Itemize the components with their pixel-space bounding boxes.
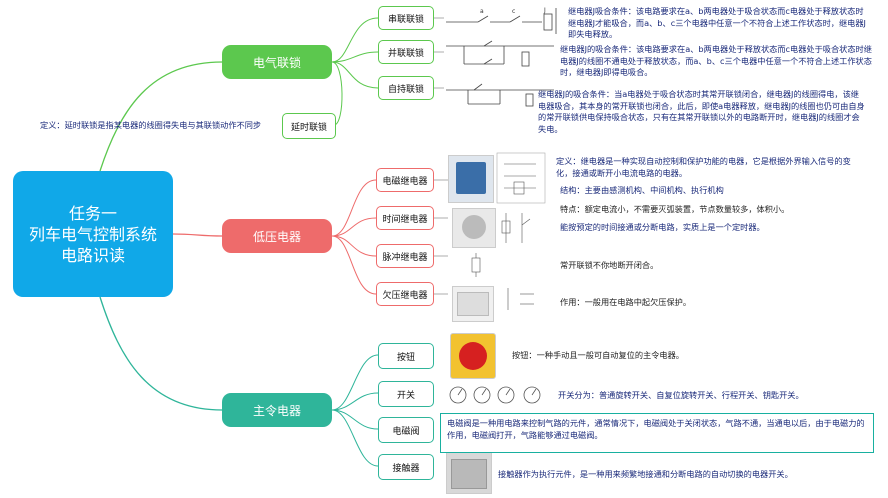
contactor-photo [446, 452, 492, 494]
circuit-label-c: c [512, 8, 515, 15]
leaf-time-relay[interactable]: 时间继电器 [376, 206, 434, 230]
center-title-line3: 电路识读 [60, 245, 125, 265]
note-switch-types: 开关分为：普通旋转开关、自复位旋转开关、行程开关、钥匙开关。 [558, 390, 804, 400]
note-time-relay: 能按预定的时间接通或分断电路，实质上是一个定时器。 [560, 222, 765, 232]
branch-low-voltage[interactable]: 低压电器 [222, 219, 332, 253]
pulse-relay-schematic [471, 253, 481, 277]
note-button: 按钮：一种手动且一般可自动复位的主令电器。 [512, 350, 684, 360]
center-topic[interactable]: 任务一 列车电气控制系统 电路识读 [13, 171, 173, 297]
leaf-delay-interlock[interactable]: 延时联锁 [282, 113, 336, 139]
undervoltage-relay-schematic [507, 288, 534, 310]
note-series-condition: 继电器J吸合条件：该电路要求在a、b两电器处于吸合状态而c电器处于释放状态时继电… [568, 6, 866, 39]
button-photo [450, 333, 496, 379]
center-title-line2: 列车电气控制系统 [28, 224, 157, 244]
parallel-circuit-diagram [446, 40, 554, 67]
branch-electric-interlock[interactable]: 电气联锁 [222, 45, 332, 79]
relay-photo [448, 155, 494, 203]
note-solenoid-valve: 电磁阀是一种用电路来控制气路的元件，通常情况下，电磁阀处于关闭状态，气路不通，当… [440, 413, 874, 453]
leaf-contactor[interactable]: 接触器 [378, 454, 434, 480]
leaf-pulse-relay[interactable]: 脉冲继电器 [376, 244, 434, 268]
center-title-line1: 任务一 [68, 203, 117, 223]
switch-symbols [449, 386, 541, 404]
leaf-undervoltage-relay[interactable]: 欠压继电器 [376, 282, 434, 306]
leaf-selfhold-interlock[interactable]: 自持联锁 [378, 76, 434, 100]
circuit-label-j: J [543, 7, 546, 14]
note-delay-definition: 定义：延时联锁是指某电器的线圈得失电与其联锁动作不同步 [40, 120, 262, 130]
note-parallel-condition: 继电器J的吸合条件：该电路要求在a、b两电器处于释放状态而c电器处于吸合状态时继… [560, 44, 872, 77]
selfhold-circuit-diagram [446, 83, 554, 107]
time-relay-photo [452, 208, 496, 248]
note-relay-structure: 结构：主要由感测机构、中间机构、执行机构 [560, 185, 724, 195]
time-relay-schematic [501, 213, 531, 243]
leaf-switch[interactable]: 开关 [378, 381, 434, 407]
note-pulse-relay: 常开联锁不你地断开闭合。 [560, 260, 659, 270]
series-circuit-diagram: a c J [446, 7, 557, 34]
leaf-button[interactable]: 按钮 [378, 343, 434, 369]
note-undervoltage-relay: 作用：一般用在电路中起欠压保护。 [560, 297, 692, 307]
circuit-label-a: a [480, 8, 484, 15]
undervoltage-relay-photo [452, 286, 494, 322]
note-contactor: 接触器作为执行元件，是一种用来频繁地接通和分断电路的自动切换的电器开关。 [498, 469, 793, 479]
branch-master-control[interactable]: 主令电器 [222, 393, 332, 427]
relay-schematic [496, 152, 546, 204]
leaf-series-interlock[interactable]: 串联联锁 [378, 6, 434, 30]
leaf-solenoid-valve[interactable]: 电磁阀 [378, 417, 434, 443]
leaf-parallel-interlock[interactable]: 并联联锁 [378, 40, 434, 64]
note-relay-definition: 定义：继电器是一种实现自动控制和保护功能的电器，它是根据外界输入信号的变化，接通… [556, 156, 851, 178]
leaf-electromagnetic-relay[interactable]: 电磁继电器 [376, 168, 434, 192]
note-relay-features: 特点：额定电流小，不需要灭弧装置，节点数量较多，体积小。 [560, 204, 790, 214]
note-selfhold-condition: 继电器J的吸合条件：当a电器处于吸合状态时其常开联锁闭合，继电器J的线圈得电，该… [538, 89, 865, 134]
